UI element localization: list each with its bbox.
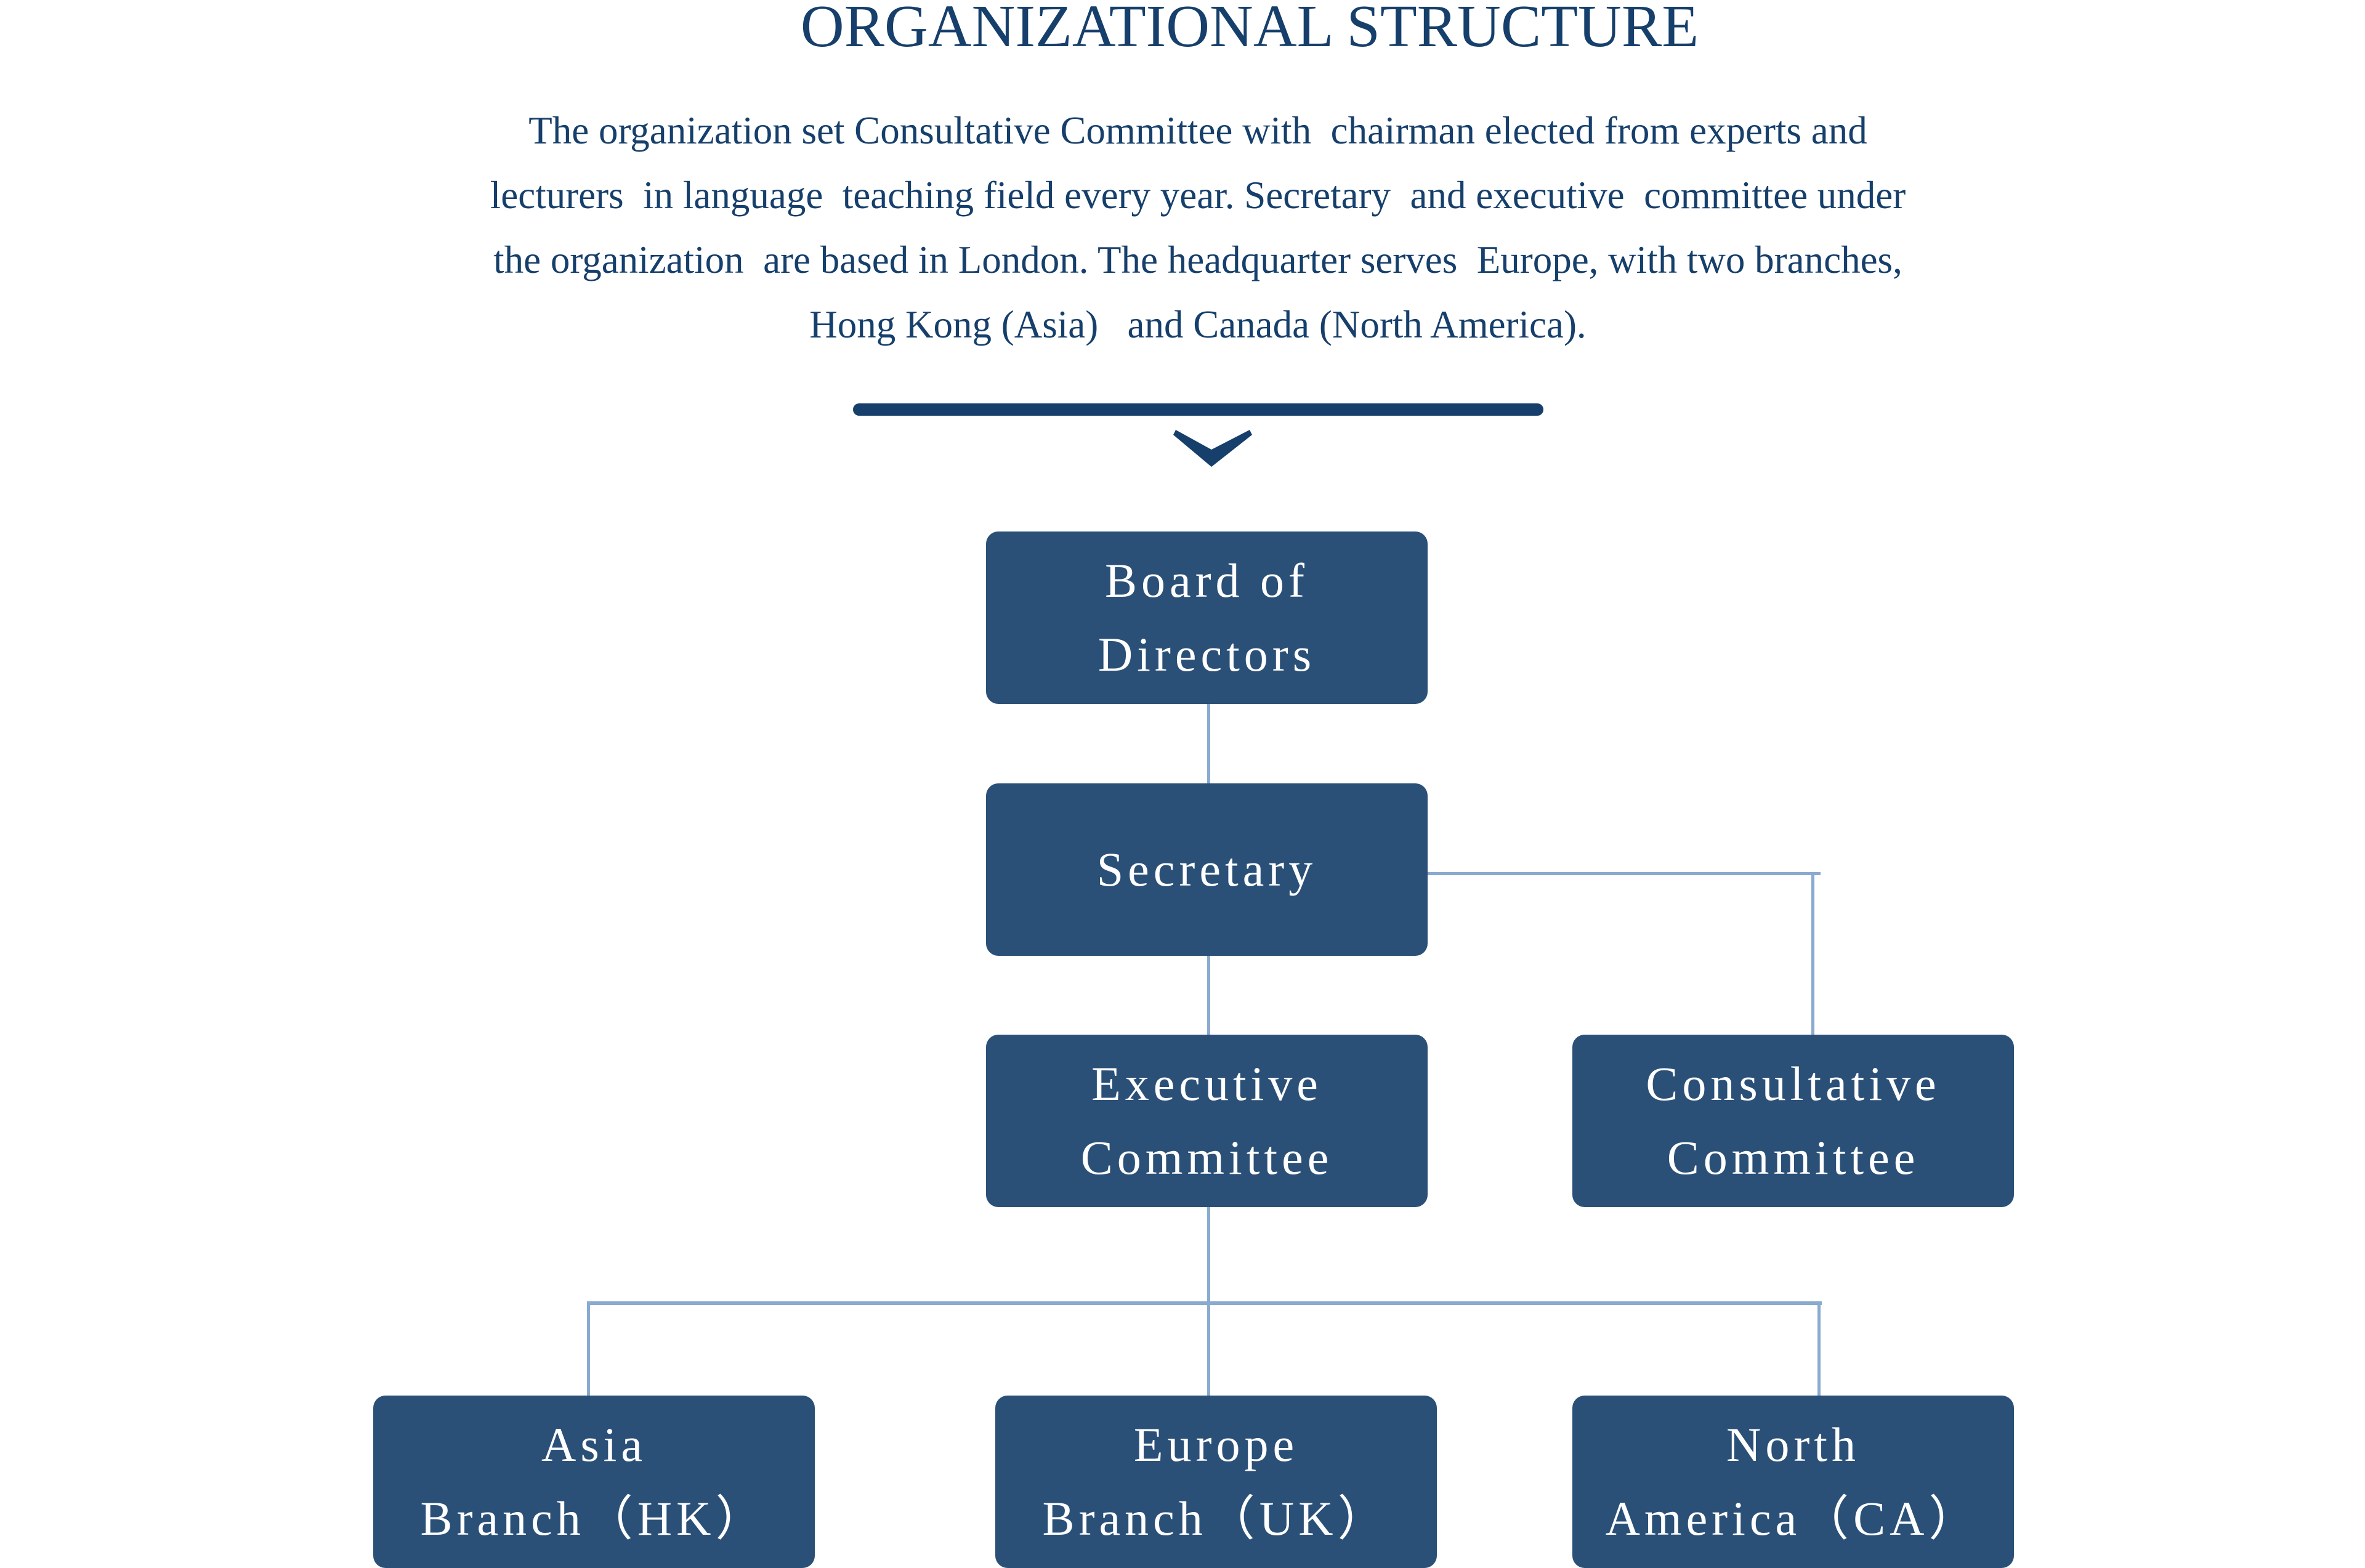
node-consultative-committee: Consultative Committee xyxy=(1572,1035,2014,1207)
node-label: Secretary xyxy=(1096,843,1317,896)
connector-north-america xyxy=(1817,1301,1821,1396)
description-line: The organization set Consultative Commit… xyxy=(528,109,1867,152)
connector-asia xyxy=(587,1301,590,1396)
node-north-america-branch: North America（CA） xyxy=(1572,1396,2014,1568)
page-title: ORGANIZATIONAL STRUCTURE xyxy=(800,0,1699,60)
node-label: Executive xyxy=(1091,1057,1322,1110)
node-label: Committee xyxy=(1667,1131,1920,1184)
description-line: lecturers in language teaching field eve… xyxy=(490,174,1906,217)
node-label: Branch（UK） xyxy=(1042,1492,1390,1545)
node-label: North xyxy=(1726,1418,1860,1471)
node-secretary: Secretary xyxy=(986,783,1428,956)
node-asia-branch: Asia Branch（HK） xyxy=(373,1396,815,1568)
node-label: Consultative xyxy=(1646,1057,1941,1110)
connector-board-secretary xyxy=(1207,704,1210,784)
node-label: America（CA） xyxy=(1605,1492,1981,1545)
connector-secretary-executive xyxy=(1207,955,1210,1035)
node-executive-committee: Executive Committee xyxy=(986,1035,1428,1207)
description: The organization set Consultative Commit… xyxy=(336,99,2060,357)
connector-secretary-consultative-v xyxy=(1811,872,1814,1035)
node-label: Board of xyxy=(1104,554,1309,607)
description-line: the organization are based in London. Th… xyxy=(493,238,1902,281)
connector-secretary-consultative-h xyxy=(1428,872,1821,875)
divider-bar xyxy=(853,403,1543,416)
connector-branches-h xyxy=(587,1301,1822,1305)
node-label: Directors xyxy=(1098,628,1316,681)
node-label: Asia xyxy=(541,1418,647,1471)
node-europe-branch: Europe Branch（UK） xyxy=(995,1396,1437,1568)
node-board-of-directors: Board of Directors xyxy=(986,531,1428,704)
chevron-down-icon xyxy=(1173,430,1252,467)
node-label: Branch（HK） xyxy=(420,1492,768,1545)
node-label: Committee xyxy=(1080,1131,1333,1184)
node-label: Europe xyxy=(1133,1418,1299,1471)
description-line: Hong Kong (Asia) and Canada (North Ameri… xyxy=(809,303,1587,346)
